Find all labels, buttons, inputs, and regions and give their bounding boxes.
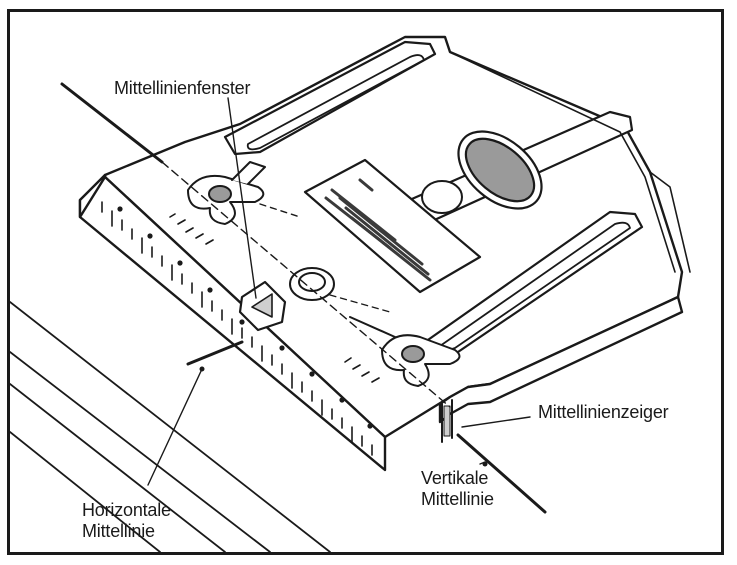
body-step-lines bbox=[449, 51, 691, 273]
center-bushing bbox=[289, 267, 335, 301]
warning-label-plate bbox=[303, 158, 482, 294]
kreg-logo-badge bbox=[457, 130, 543, 210]
jig-right-face bbox=[438, 295, 684, 424]
ruler-numbers bbox=[117, 206, 373, 429]
ruler-ticks bbox=[101, 201, 373, 456]
top-hole bbox=[421, 180, 463, 214]
label-centerline-pointer: Mittellinienzeiger bbox=[538, 402, 669, 422]
label-vertical-line2: Mittellinie bbox=[421, 489, 494, 509]
upper-clamp-knob bbox=[187, 161, 266, 225]
label-horizontal-line1: Horizontale bbox=[82, 500, 171, 520]
label-vertical-line1: Vertikale bbox=[421, 468, 489, 488]
horizontal-centerline bbox=[60, 82, 244, 366]
vertical-centerline bbox=[456, 433, 547, 514]
jig-illustration bbox=[10, 35, 691, 552]
label-horizontal-centerline: Horizontale Mittellinie bbox=[82, 500, 171, 542]
workpiece-edges bbox=[10, 301, 331, 552]
label-horizontal-line2: Mittellinie bbox=[82, 521, 155, 541]
lower-clamp-knob bbox=[349, 316, 461, 387]
diagram-frame: Mittellinienfenster Mittellinienzeiger H… bbox=[7, 9, 724, 555]
label-centerline-window: Mittellinienfenster bbox=[114, 78, 251, 98]
knob-scale-marks bbox=[169, 213, 380, 383]
rear-rail-slot bbox=[246, 54, 425, 151]
dashed-guides bbox=[259, 203, 391, 313]
rear-rail-left bbox=[223, 40, 437, 156]
centerline-pointer-notch bbox=[441, 399, 453, 443]
leader-lines bbox=[147, 97, 531, 486]
label-vertical-centerline: Vertikale Mittellinie bbox=[421, 468, 494, 510]
jig-left-end bbox=[78, 173, 107, 219]
